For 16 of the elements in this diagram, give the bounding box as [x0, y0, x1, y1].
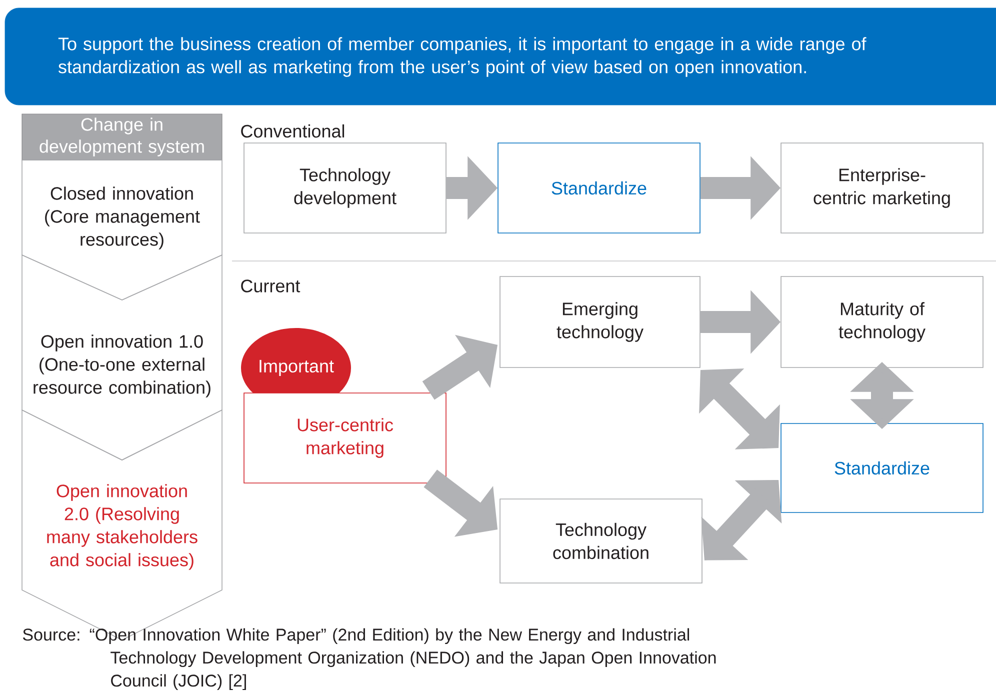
source-note: Source: “Open Innovation White Paper” (2nd Edition) by the New Energy and Industrial Technology Development Organization (NEDO) and the Japan Open Innovation Council (JOIC) [2]: [22, 628, 716, 690]
section-label: Conventional: [241, 124, 344, 138]
chevron-box: Open innovation 1.0 (One-to-one external resource combination): [22, 254, 222, 460]
section-label: Current: [241, 280, 300, 292]
process-box: Standardize: [780, 423, 984, 513]
process-box: Technology development: [244, 142, 446, 234]
process-box: Technology combination: [500, 498, 702, 584]
chevron-box: Closed innovation (Core management resources): [22, 160, 222, 300]
block-arrow: [699, 368, 780, 450]
banner: To support the business creation of member companies, it is important to engage in a wide range of standardization as well as marketing from the user’s point of view based on open innovation.: [4, 8, 996, 106]
process-box: Enterprise-centric marketing: [780, 142, 984, 234]
process-box: Standardize: [498, 142, 700, 234]
header-box: Change in development system: [22, 114, 222, 160]
process-box: User-centric marketing: [244, 392, 446, 484]
process-box: Maturity of technology: [780, 276, 984, 368]
process-box: Emerging technology: [500, 276, 700, 368]
